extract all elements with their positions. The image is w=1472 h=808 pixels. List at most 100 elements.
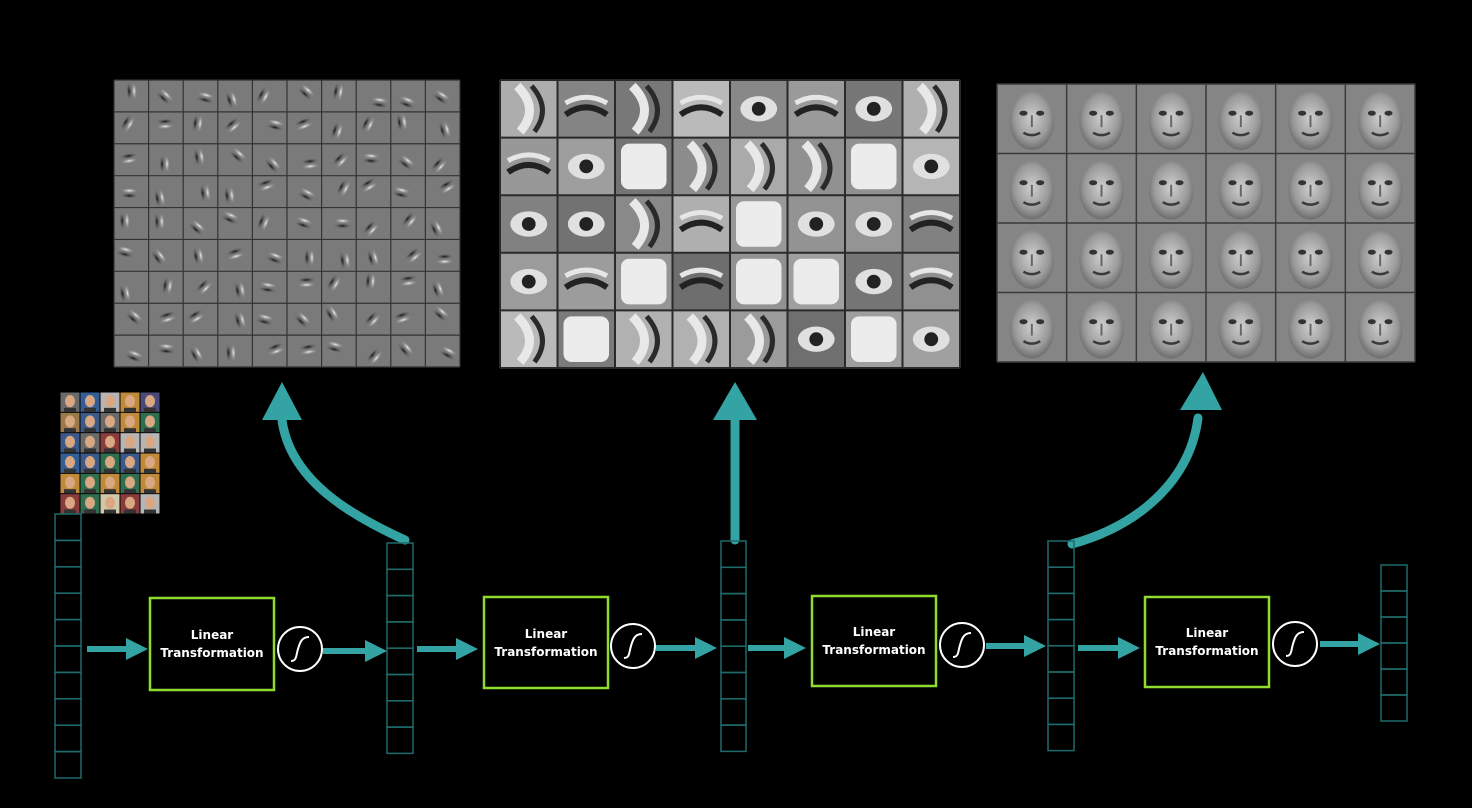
sigmoid-icon <box>277 626 323 672</box>
face-thumbnail <box>140 433 160 453</box>
vector-unit <box>54 750 82 779</box>
filter-cell <box>431 305 451 323</box>
filter-cell <box>234 280 246 301</box>
layer-vector-3 <box>720 540 747 753</box>
filter-cell <box>361 152 381 164</box>
face-cell <box>1206 153 1276 223</box>
face-part-cell <box>557 310 615 368</box>
face-thumbnail <box>120 453 140 473</box>
filter-cell <box>365 271 376 291</box>
face-cell <box>1345 153 1415 223</box>
filter-cell <box>365 347 383 366</box>
vector-unit <box>386 594 414 623</box>
face-part-cell <box>672 310 730 368</box>
face-part-cell <box>730 137 788 196</box>
face-thumbnail <box>120 392 140 412</box>
vector-unit <box>1047 592 1075 621</box>
face-part-cell <box>672 195 730 253</box>
face-thumbnail <box>60 412 80 433</box>
vector-unit <box>1047 723 1075 752</box>
feature-panel-edges <box>113 79 461 368</box>
face-part-cell <box>500 310 558 368</box>
face-cell <box>1066 223 1137 293</box>
face-cell <box>1066 292 1137 362</box>
linear-transformation-box-3 <box>810 594 938 688</box>
face-part-cell <box>557 80 615 138</box>
face-part-cell <box>787 252 845 311</box>
face-thumbnail <box>80 473 100 494</box>
flow-arrow-3 <box>417 638 478 660</box>
filter-cell <box>156 343 177 355</box>
filter-cell <box>155 87 174 106</box>
flow-arrow-8 <box>1320 633 1380 655</box>
face-cell <box>1136 153 1206 223</box>
face-thumbnail <box>120 473 140 494</box>
face-part-cell <box>902 80 960 138</box>
filter-cell <box>431 279 445 300</box>
filter-cell <box>192 113 204 134</box>
flow-arrow-2 <box>323 640 387 662</box>
face-part-cell <box>787 137 845 196</box>
feature-arrowhead-3 <box>1180 372 1222 410</box>
face-thumbnail <box>100 392 120 412</box>
face-thumbnail <box>80 392 100 412</box>
filter-cell <box>339 250 351 271</box>
filter-cell <box>229 146 248 165</box>
face-thumbnail <box>100 494 120 514</box>
vector-unit <box>1380 694 1408 722</box>
face-part-cell <box>615 137 673 196</box>
face-thumbnail <box>100 412 120 433</box>
face-part-cell <box>902 195 960 253</box>
filter-cell <box>223 185 235 206</box>
filter-cell <box>336 178 351 198</box>
face-cell <box>997 292 1067 362</box>
face-cell <box>1136 223 1206 293</box>
face-part-cell <box>787 80 845 138</box>
filter-cell <box>332 218 353 229</box>
feature-arrow-3 <box>1067 413 1203 549</box>
filter-cell <box>195 91 216 104</box>
face-thumbnail <box>60 453 80 473</box>
input-face-thumbnails <box>60 392 160 514</box>
flow-arrow-4 <box>656 637 717 659</box>
filter-cell <box>431 89 451 105</box>
face-thumbnail <box>140 473 160 494</box>
vector-unit <box>54 566 82 594</box>
vector-unit <box>720 645 747 674</box>
filter-cell <box>438 119 451 140</box>
filter-cell <box>264 155 282 174</box>
filter-cell <box>119 210 130 231</box>
filter-cell <box>119 283 131 304</box>
linear-transformation-box-2 <box>482 595 610 690</box>
layer-vector-1 <box>54 513 82 779</box>
face-part-cell <box>615 195 673 253</box>
filter-cell <box>225 342 237 363</box>
face-part-cell <box>557 252 615 311</box>
flow-arrow-6 <box>986 635 1046 657</box>
vector-unit <box>1047 566 1075 595</box>
face-thumbnail <box>140 494 160 514</box>
face-part-cell <box>615 252 673 311</box>
face-part-cell <box>730 80 788 138</box>
filter-cell <box>366 248 380 269</box>
filter-cell <box>193 146 205 167</box>
vector-unit <box>54 698 82 726</box>
filter-cell <box>118 152 139 165</box>
face-thumbnail <box>100 473 120 494</box>
face-cell <box>997 223 1067 293</box>
vector-unit <box>1047 671 1075 699</box>
filter-cell <box>192 245 205 266</box>
feature-arrows <box>277 413 1203 549</box>
filter-cell <box>225 247 246 261</box>
face-part-cell <box>787 310 845 368</box>
face-thumbnail <box>120 494 140 514</box>
filter-cell <box>220 210 241 225</box>
vector-unit <box>1380 590 1408 618</box>
layer-vector-5 <box>1380 564 1408 722</box>
vector-unit <box>386 542 414 571</box>
filter-cell <box>398 275 419 287</box>
filter-cell <box>437 178 457 195</box>
filter-cell <box>429 218 444 239</box>
face-thumbnail <box>80 494 100 514</box>
feature-panel-face-parts <box>499 79 961 369</box>
